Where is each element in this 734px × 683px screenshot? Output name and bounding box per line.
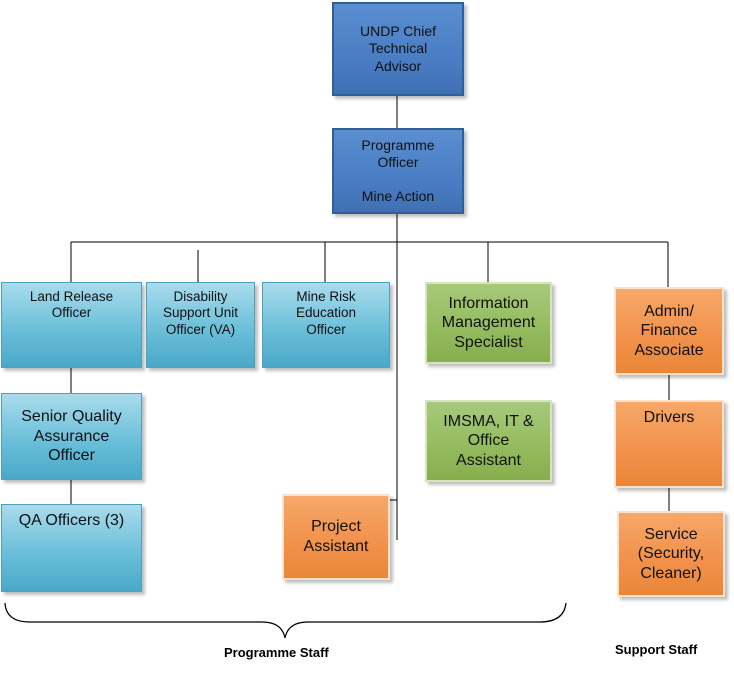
project-assistant-box: Project Assistant — [282, 494, 390, 580]
chief-technical-advisor-box: UNDP Chief Technical Advisor — [332, 2, 464, 96]
qa-officers-box: QA Officers (3) — [1, 504, 142, 592]
land-release-officer-box: Land Release Officer — [1, 282, 142, 368]
programme-staff-brace — [4, 602, 567, 639]
support-staff-caption: Support Staff — [615, 642, 698, 657]
programme-staff-caption: Programme Staff — [224, 645, 329, 660]
imsma-it-office-assistant-box: IMSMA, IT & Office Assistant — [425, 400, 552, 482]
service-box: Service (Security, Cleaner) — [617, 511, 725, 597]
information-management-specialist-box: Information Management Specialist — [425, 282, 552, 364]
mine-risk-education-officer-box: Mine Risk Education Officer — [262, 282, 390, 368]
admin-finance-associate-box: Admin/ Finance Associate — [614, 287, 724, 375]
senior-quality-assurance-officer-box: Senior Quality Assurance Officer — [1, 393, 142, 480]
disability-support-officer-box: Disability Support Unit Officer (VA) — [146, 282, 255, 368]
drivers-box: Drivers — [614, 400, 724, 488]
programme-officer-box: Programme Officer Mine Action — [332, 128, 464, 214]
